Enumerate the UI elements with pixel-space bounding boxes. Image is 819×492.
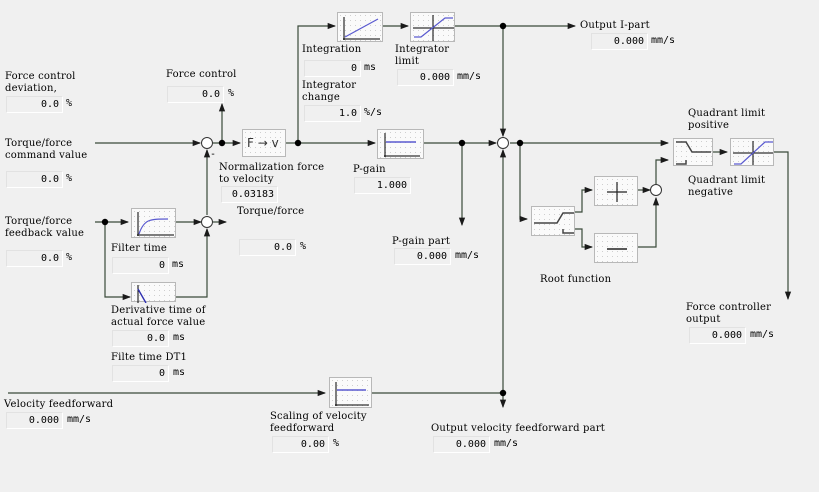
- switch-icon: [676, 141, 711, 165]
- integration-field[interactable]: 0: [304, 60, 361, 77]
- minus-icon: [607, 248, 627, 250]
- force-deviation-unit: %: [66, 98, 73, 109]
- output-vff-part-label: Output velocity feedforward part: [431, 423, 606, 434]
- derivative-time-unit: ms: [173, 332, 186, 343]
- junction-dot: [101, 218, 109, 226]
- p-gain-part-unit: mm/s: [455, 250, 480, 261]
- velocity-ff-label: Velocity feedforward: [4, 399, 114, 410]
- force-control-field[interactable]: 0.0: [167, 86, 224, 103]
- pt1-filter-icon: [137, 212, 174, 236]
- sum-junction-force: [201, 137, 213, 149]
- gain-step-icon: [384, 133, 420, 157]
- filter-time-unit: ms: [172, 259, 185, 270]
- p-gain-field[interactable]: 1.000: [354, 177, 411, 194]
- fv-block-text: F → v: [247, 136, 279, 150]
- force-control-unit: %: [228, 88, 235, 99]
- torque-fb-field[interactable]: 0.0: [6, 250, 63, 267]
- filter-dt1-label: Filte time DT1: [111, 352, 188, 363]
- integrator-limit-block[interactable]: [410, 12, 455, 42]
- output-i-part-field[interactable]: 0.000: [591, 33, 648, 50]
- output-i-part-unit: mm/s: [651, 35, 676, 46]
- p-gain-part-label: P-gain part: [392, 236, 451, 247]
- filter-time-label: Filter time: [111, 243, 168, 254]
- integrator-limit-unit: mm/s: [457, 71, 482, 82]
- force-control-label: Force control: [166, 69, 237, 80]
- limiter-curve-icon: [733, 141, 773, 165]
- integration-label: Integration: [302, 44, 362, 55]
- dt1-derivative-icon: [137, 285, 147, 303]
- integrator-change-field[interactable]: 1.0: [304, 105, 361, 122]
- derivative-block[interactable]: [131, 282, 176, 303]
- derivative-time-field[interactable]: 0.0: [112, 330, 169, 347]
- velocity-ff-unit: mm/s: [67, 414, 92, 425]
- junction-dot: [499, 22, 507, 30]
- scaling-vff-field[interactable]: 0.00: [272, 436, 329, 453]
- output-vff-part-unit: mm/s: [494, 438, 519, 449]
- sum-junction-root: [650, 184, 662, 196]
- sum-junction-feedback: [201, 216, 213, 228]
- minus-block[interactable]: [594, 233, 638, 263]
- output-i-part-label: Output I-part: [580, 20, 650, 31]
- force-deviation-field[interactable]: 0.0: [6, 96, 63, 113]
- plus-icon: [607, 182, 627, 202]
- junction-dot: [499, 389, 507, 397]
- output-vff-part-field[interactable]: 0.000: [433, 436, 490, 453]
- p-gain-label: P-gain: [353, 164, 386, 175]
- p-gain-block[interactable]: [377, 129, 424, 159]
- sum-junction-output: [497, 137, 509, 149]
- integrator-change-unit: %/s: [364, 107, 383, 118]
- plus-block[interactable]: [594, 176, 638, 206]
- root-switch-block[interactable]: [531, 206, 575, 236]
- torque-fb-unit: %: [66, 252, 73, 263]
- gain-step-icon: [335, 382, 369, 406]
- torque-cmd-field[interactable]: 0.0: [6, 171, 63, 188]
- velocity-ff-field[interactable]: 0.000: [6, 412, 63, 429]
- torque-cmd-unit: %: [66, 173, 73, 184]
- junction-dot: [218, 139, 226, 147]
- switch-icon: [534, 212, 574, 234]
- fv-normalization-block[interactable]: F → v: [242, 129, 286, 157]
- integrator-limit-field[interactable]: 0.000: [397, 69, 454, 86]
- force-ctrl-output-unit: mm/s: [750, 329, 775, 340]
- filter-dt1-field[interactable]: 0: [112, 365, 169, 382]
- scaling-vff-block[interactable]: [329, 377, 372, 408]
- filter-dt1-unit: ms: [173, 367, 186, 378]
- normalization-field[interactable]: 0.03183: [221, 186, 278, 203]
- integrator-ramp-icon: [343, 17, 380, 40]
- force-ctrl-output-field[interactable]: 0.000: [689, 327, 746, 344]
- junction-dot: [458, 139, 466, 147]
- integration-unit: ms: [364, 62, 377, 73]
- p-gain-part-field[interactable]: 0.000: [394, 248, 451, 265]
- minus-sign: -: [210, 149, 216, 160]
- limiter-curve-icon: [413, 15, 454, 41]
- torque-force-field[interactable]: 0.0: [239, 239, 296, 256]
- torque-force-label: Torque/force: [237, 206, 305, 217]
- junction-dot: [516, 139, 524, 147]
- scaling-vff-unit: %: [333, 438, 340, 449]
- torque-force-unit: %: [300, 241, 307, 252]
- integration-block[interactable]: [337, 12, 383, 42]
- quadrant-switch-block[interactable]: [673, 138, 713, 166]
- filter-time-field[interactable]: 0: [112, 257, 169, 274]
- junction-dot: [294, 139, 302, 147]
- output-limit-block[interactable]: [730, 138, 774, 166]
- root-function-label: Root function: [540, 274, 612, 285]
- filter-time-block[interactable]: [131, 208, 176, 238]
